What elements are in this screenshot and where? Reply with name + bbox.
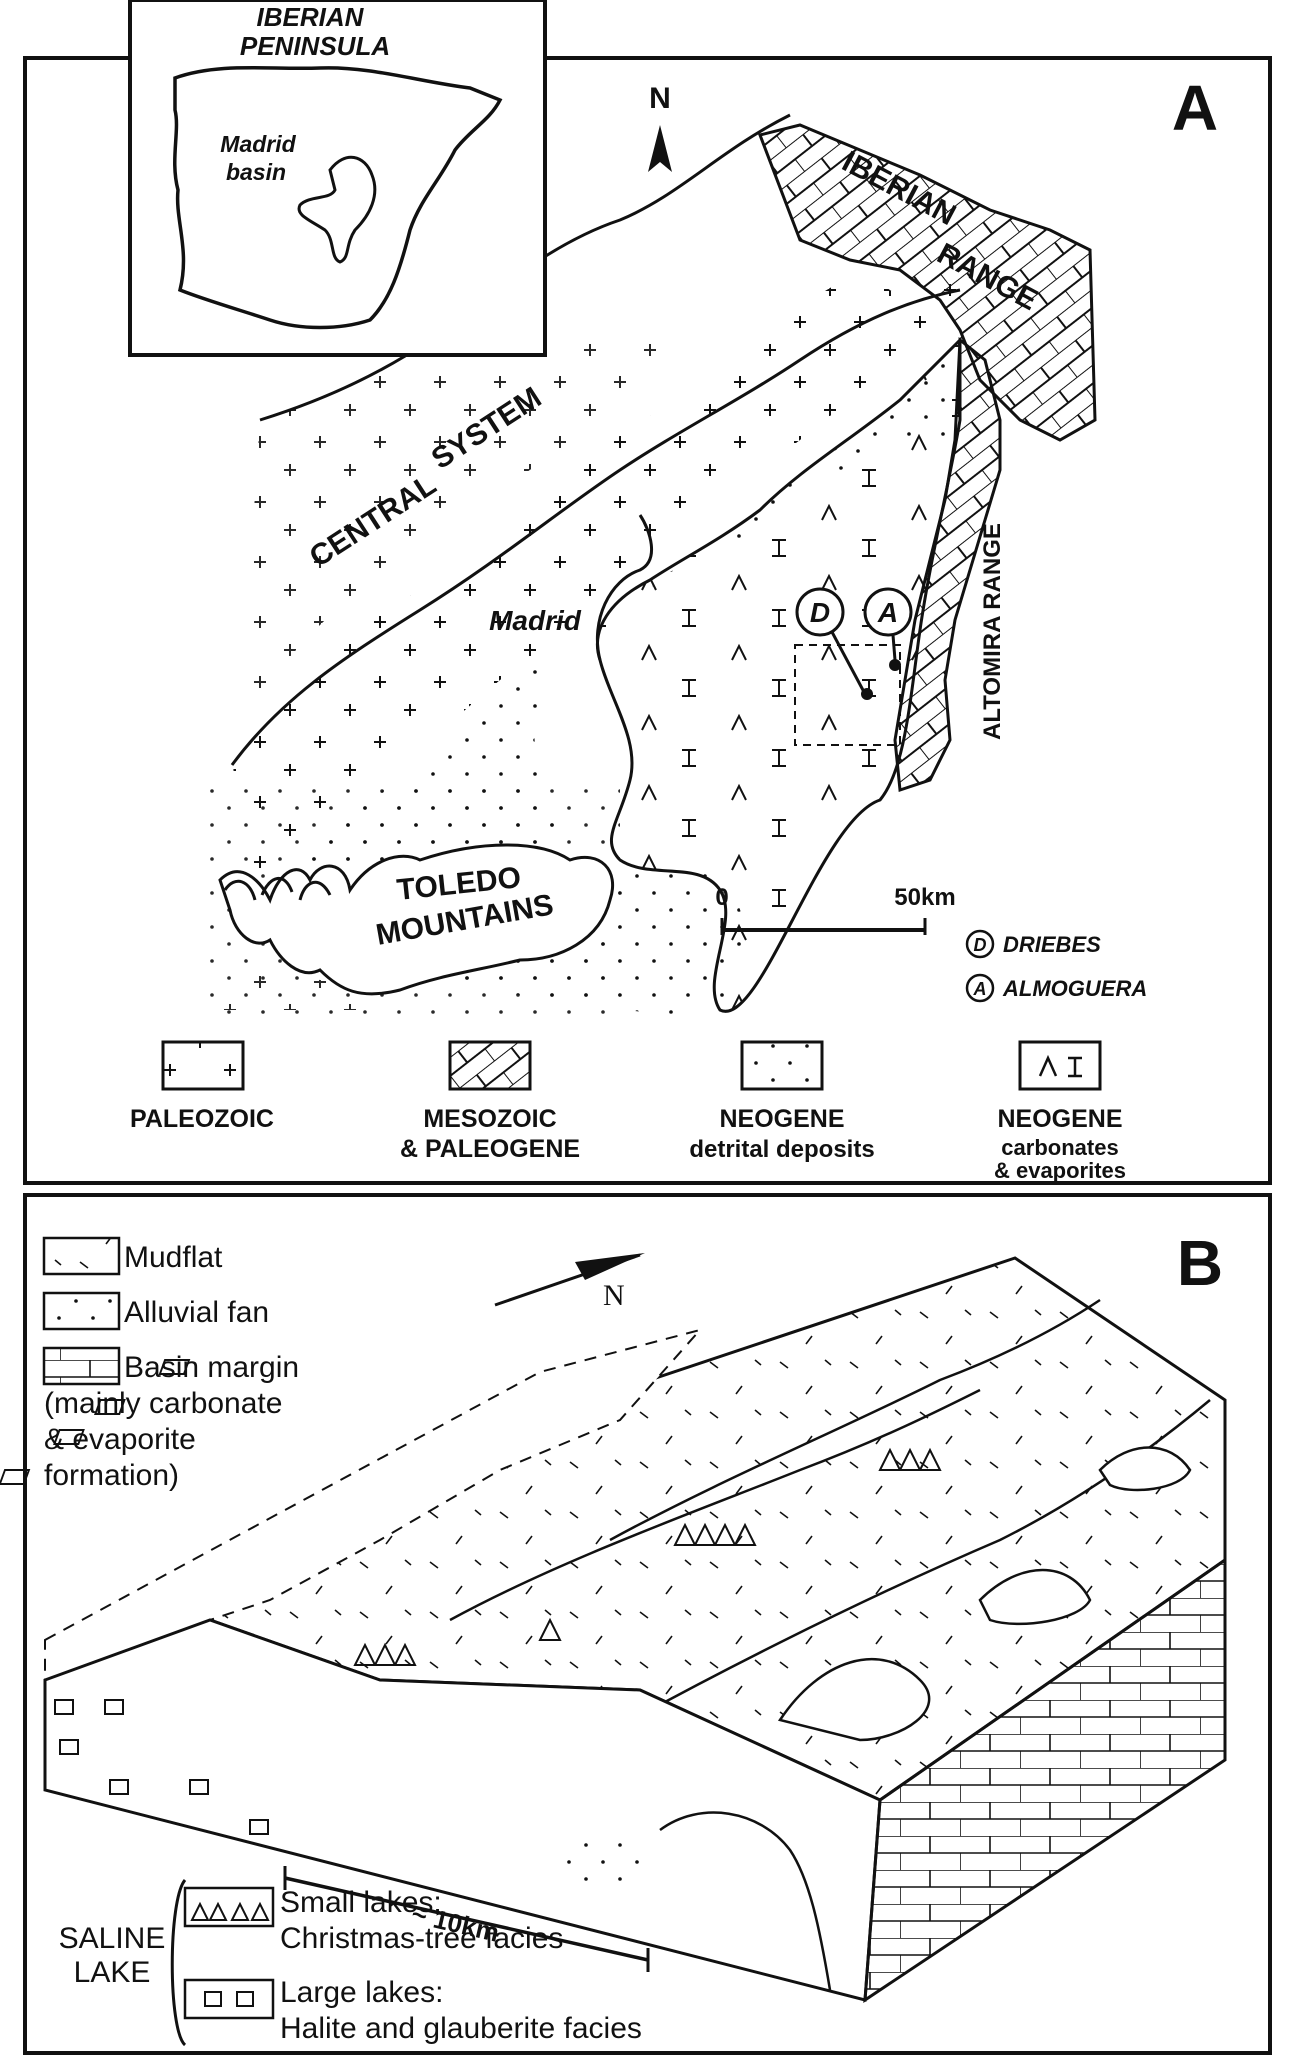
site-key-a-name: ALMOGUERA — [1002, 976, 1147, 1001]
legend-carbonates-line1: NEOGENE — [997, 1105, 1122, 1133]
site-almoguera: A — [863, 587, 913, 671]
iberia-outline — [173, 65, 503, 330]
scale-a-end: 50km — [894, 884, 955, 911]
alluvial-label: Alluvial fan — [124, 1296, 269, 1329]
panel-letter-a: A — [1172, 72, 1218, 144]
panel-b-frame — [23, 1193, 1272, 2055]
saline-lake-legend: SALINE LAKE Small lakes: Christmas-tree … — [59, 1879, 642, 2047]
site-key-a-letter: A — [973, 979, 987, 999]
madrid-outline — [595, 514, 654, 661]
legend-mesozoic-line1: MESOZOIC — [423, 1105, 556, 1133]
small-lakes-line1: Small lakes: — [280, 1886, 442, 1919]
panel-letter-b: B — [1177, 1227, 1223, 1299]
inset-basin-line2: basin — [226, 159, 286, 185]
site-a-marker — [863, 587, 913, 637]
neogene-carbonates-evaporites — [595, 336, 962, 1013]
north-label-a: N — [649, 82, 671, 115]
inset-iberian-peninsula: IBERIAN PENINSULA Madrid basin — [128, 0, 547, 357]
madrid-label: Madrid — [489, 605, 582, 636]
block-side-face — [863, 1557, 1227, 2003]
legend-carbonates-line2: carbonates — [1001, 1135, 1118, 1160]
paleozoic-sw-crosses — [200, 960, 380, 1010]
margin-line2: (mainly carbonate — [44, 1387, 282, 1420]
site-key: D DRIEBES A ALMOGUERA — [965, 929, 1147, 1003]
altomira-range-label: ALTOMIRA RANGE — [979, 523, 1006, 740]
alluvial-channel-3 — [449, 1388, 981, 1622]
study-area-box — [794, 644, 901, 746]
saline-line1: SALINE — [59, 1922, 166, 1955]
mudflat-swatch — [42, 1236, 121, 1276]
block-front-face — [43, 1618, 882, 2002]
margin-line3: & evaporite — [44, 1423, 196, 1456]
site-driebes: D — [795, 587, 873, 700]
saline-line2: LAKE — [74, 1956, 151, 1989]
central-system-south-boundary — [230, 288, 961, 766]
inset-title-line2: PENINSULA — [240, 31, 390, 61]
panel-b: B — [0, 1193, 1272, 2055]
margin-line4: formation) — [44, 1459, 179, 1492]
legend-mesozoic-swatch — [448, 1040, 532, 1091]
legend-paleozoic-label: PALEOZOIC — [130, 1105, 274, 1133]
site-key-d-letter: D — [974, 935, 987, 955]
north-arrow-b: N — [494, 1253, 645, 1312]
north-arrow-b-icon — [575, 1253, 645, 1280]
front-face-fan-dots — [560, 1836, 652, 1893]
small-lakes-line2: Christmas-tree facies — [280, 1922, 563, 1955]
legend-detrital-line2: detrital deposits — [689, 1136, 874, 1163]
site-d-letter: D — [810, 597, 830, 628]
alluvial-fan-mound-2 — [978, 1568, 1092, 1626]
site-d-point — [861, 688, 873, 700]
legend-detrital-line1: NEOGENE — [719, 1105, 844, 1133]
front-face-margin — [659, 1811, 832, 1991]
legend-mesozoic-line2: & PALEOGENE — [400, 1135, 580, 1163]
saline-brace — [170, 1879, 187, 2047]
margin-line1: Basin margin — [124, 1351, 299, 1384]
alluvial-swatch — [42, 1291, 121, 1331]
site-a-point — [889, 659, 901, 671]
legend-carbonates-swatch — [1018, 1040, 1102, 1091]
alluvial-fan-mound-3 — [1098, 1446, 1192, 1492]
large-lakes-line1: Large lakes: — [280, 1976, 443, 2009]
panel-a: IBERIAN PENINSULA Madrid basin N A CENTR… — [23, 0, 1272, 1185]
halite-squares — [0, 1359, 191, 1485]
legend-detrital-swatch — [740, 1040, 824, 1091]
large-lakes-swatch — [183, 1978, 275, 2020]
north-arrow-a: N — [648, 82, 672, 172]
front-face-halite — [54, 1699, 269, 1835]
site-d-marker — [795, 587, 845, 637]
margin-swatch — [42, 1346, 121, 1386]
mesozoic-iberian-range — [757, 123, 1097, 442]
legend-carbonates-line3: & evaporites — [994, 1158, 1126, 1183]
inset-madrid-basin — [297, 155, 377, 264]
north-arrow-icon — [648, 125, 672, 172]
alluvial-channel-2 — [609, 1298, 1101, 1542]
site-a-letter: A — [877, 597, 898, 628]
panel-a-frame — [23, 56, 1272, 1185]
large-lakes-line2: Halite and glauberite facies — [280, 2012, 642, 2045]
paleozoic-central-system — [232, 260, 970, 880]
alluvial-fan-mound-1 — [777, 1657, 931, 1742]
site-key-d-name: DRIEBES — [1003, 932, 1101, 957]
inset-title-line1: IBERIAN — [257, 2, 365, 32]
north-label-b: N — [603, 1279, 625, 1312]
inset-basin-line1: Madrid — [220, 131, 296, 157]
mudflat-label: Mudflat — [124, 1241, 223, 1274]
legend-paleozoic-swatch — [161, 1040, 245, 1091]
scale-a-start: 0 — [715, 884, 728, 911]
legend-a: PALEOZOIC MESOZOIC & PALEOGENE NEOGENE d… — [130, 1040, 1126, 1183]
scale-bar-a: 0 50km — [715, 884, 956, 935]
legend-b: Mudflat Alluvial fan Basin margin (mainl… — [42, 1236, 299, 1492]
